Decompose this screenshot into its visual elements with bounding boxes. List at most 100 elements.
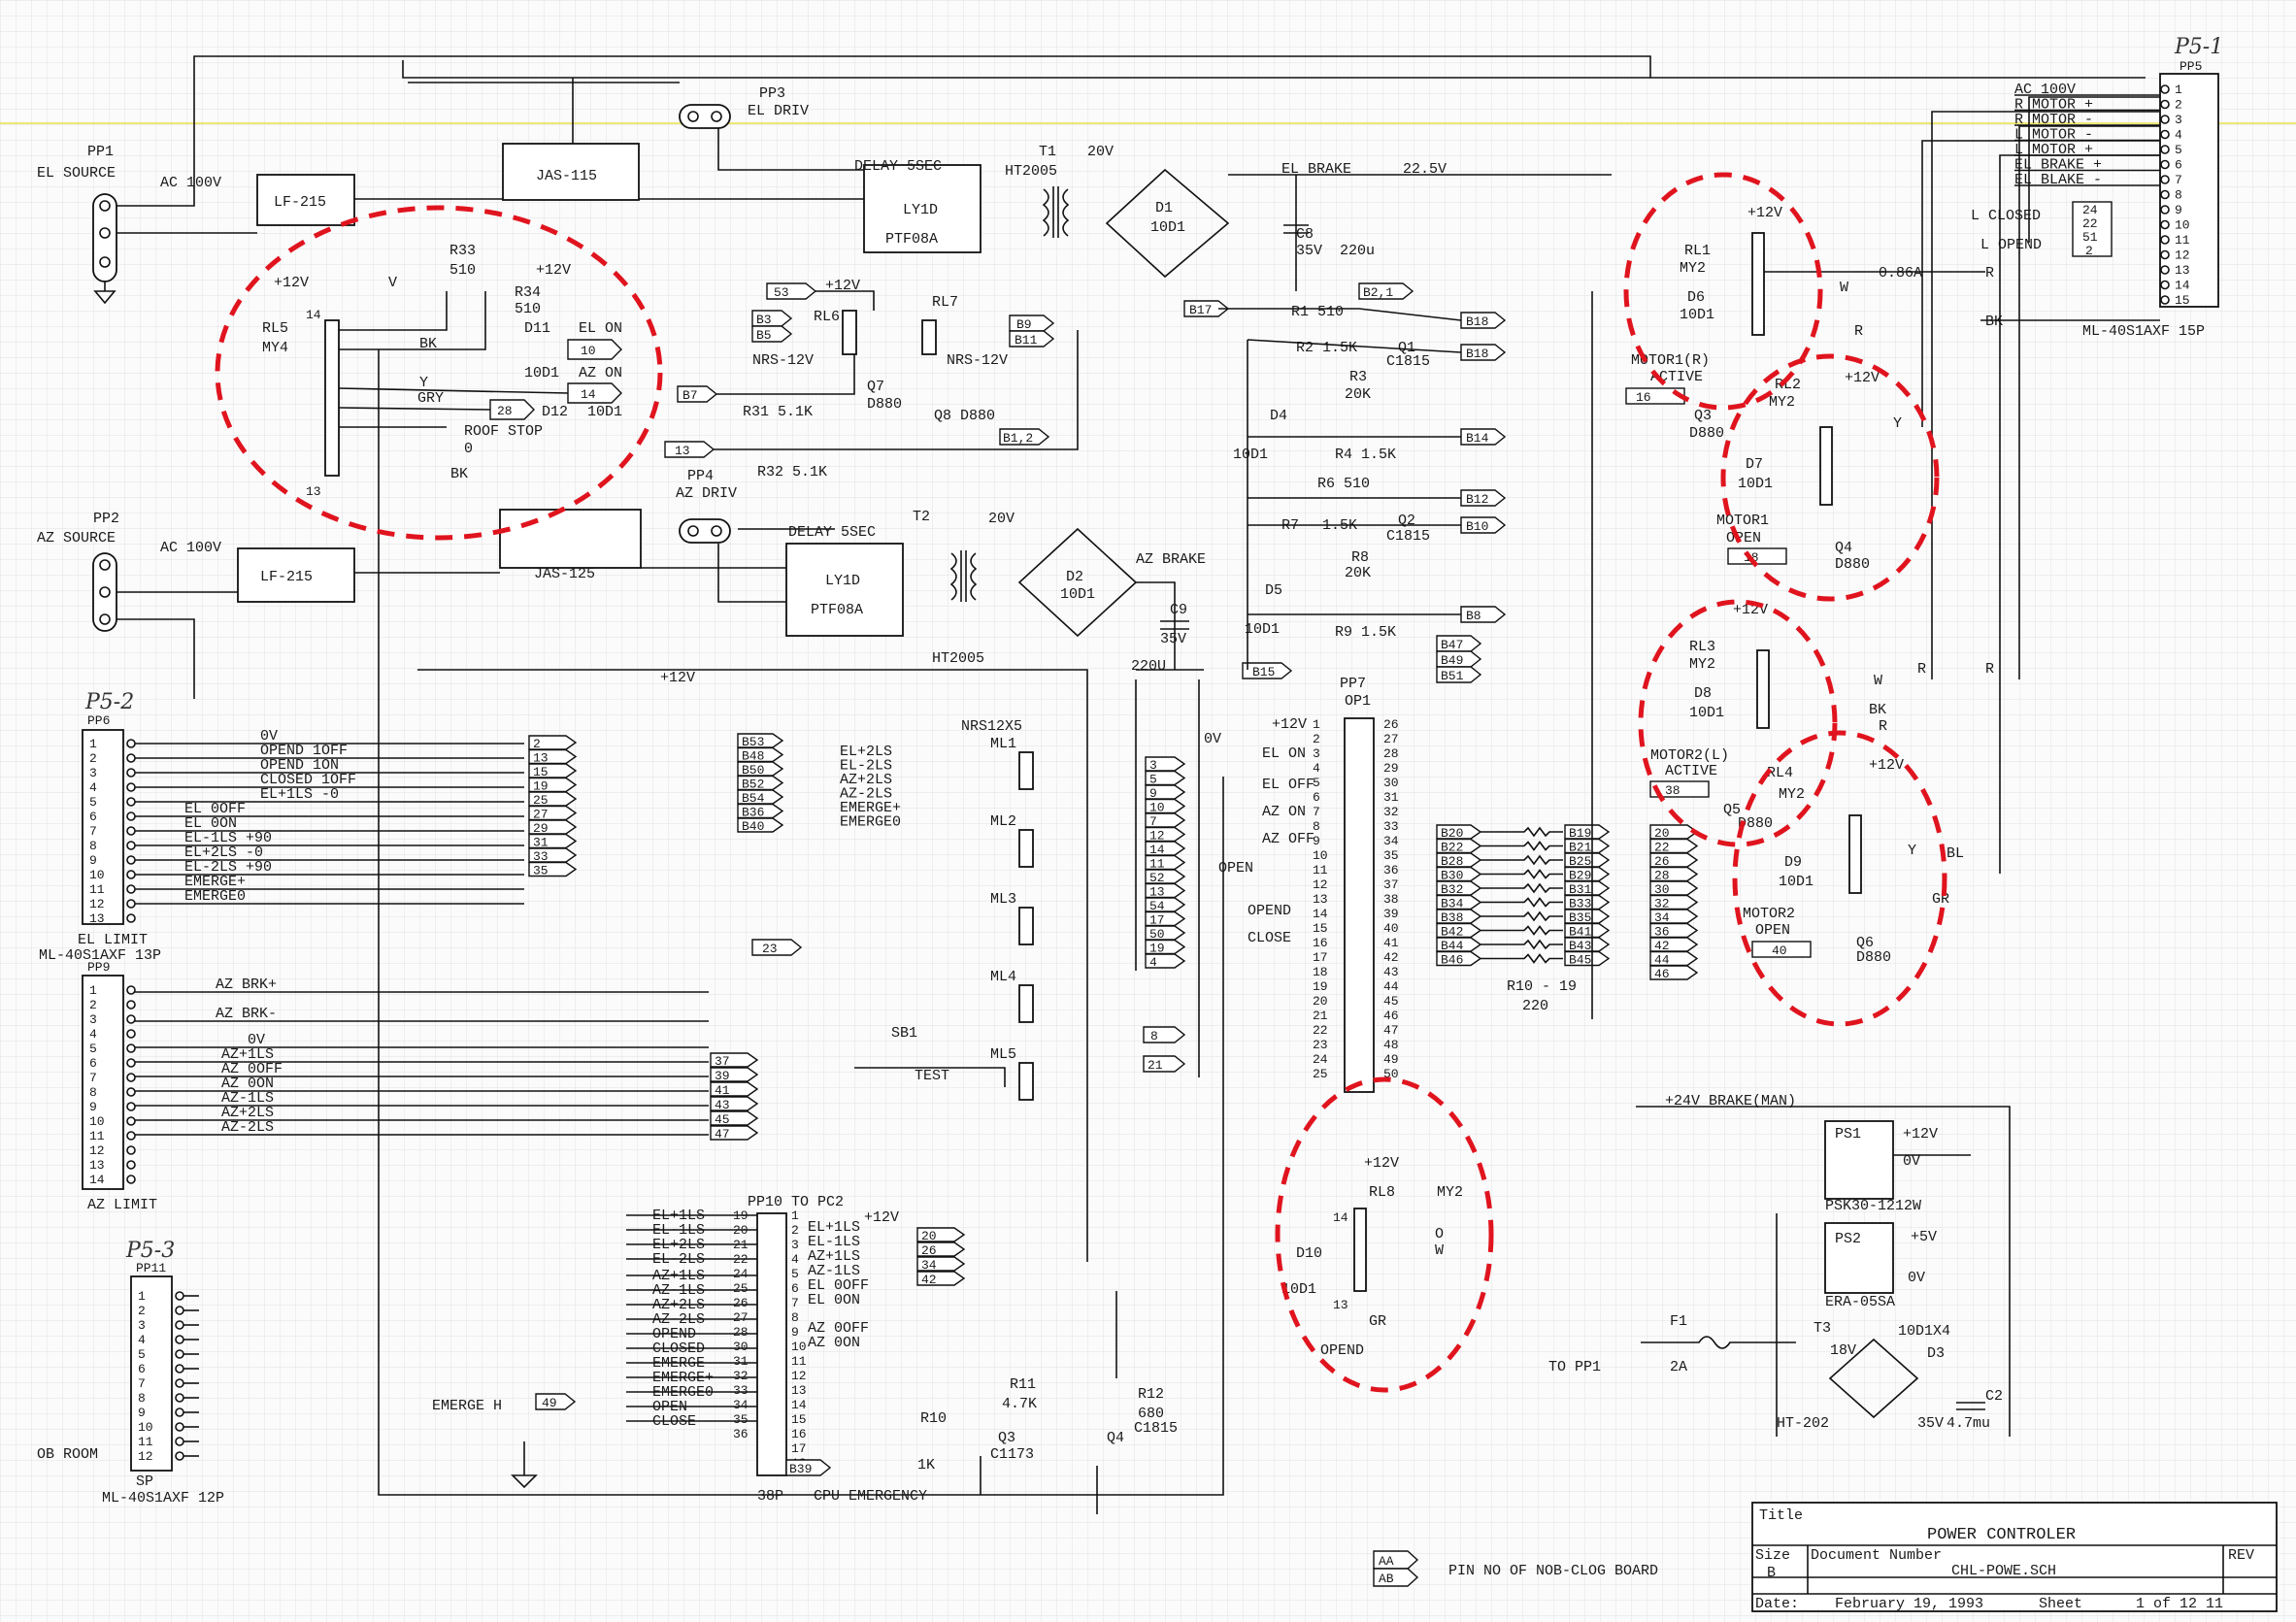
rnet2-out-tag: 32 (1654, 897, 1670, 911)
pp1-connector: PP1 EL SOURCE (37, 144, 117, 305)
svg-text:OPEN: OPEN (1755, 922, 1790, 939)
pp7-pin-number: 20 (1313, 994, 1328, 1009)
svg-text:BK: BK (1869, 702, 1886, 718)
pp7-pin-number: 12 (1313, 877, 1328, 892)
svg-text:F1: F1 (1670, 1313, 1687, 1330)
pp10-right-signal-label: AZ 0ON (808, 1335, 860, 1351)
pin-contact (126, 1175, 136, 1184)
svg-text:B12: B12 (1466, 492, 1488, 507)
pp5-signal-label: R MOTOR + (2014, 97, 2093, 114)
svg-text:220u: 220u (1340, 243, 1375, 259)
pp7-connector: PP7 OP1 +12V 0V 359107121411521354175019… (1143, 676, 1399, 1093)
svg-text:REV: REV (2228, 1547, 2254, 1564)
svg-text:W: W (1874, 673, 1882, 689)
pin-contact (126, 1102, 136, 1111)
pp7-left-tag-box (1145, 910, 1186, 927)
rnet2-out-tag-box (1649, 965, 1699, 980)
svg-text:MY2: MY2 (1680, 260, 1706, 277)
pp10-tag-box (916, 1241, 966, 1257)
rnet2-right-tag: B41 (1569, 925, 1592, 940)
pp5-pin-number: 1 (2175, 83, 2182, 97)
rnet2-out-tag-box (1649, 838, 1699, 854)
svg-text:NRS-12V: NRS-12V (752, 352, 814, 369)
pp6-signal-label: 0V (260, 728, 278, 745)
svg-text:MY2: MY2 (1689, 656, 1715, 673)
svg-text:13: 13 (1333, 1298, 1348, 1312)
pp5-part-label: ML-40S1AXF 15P (2082, 323, 2205, 340)
pp10-tag: 34 (921, 1258, 937, 1273)
p53-handwritten: P5-3 (125, 1239, 175, 1263)
rnet2-right-tag: B31 (1569, 882, 1592, 897)
pp4-connector: PP4 AZ DRIV (676, 468, 737, 544)
rnet2-left-tag: B46 (1441, 953, 1463, 968)
svg-text:W: W (1840, 280, 1848, 296)
svg-text:B47: B47 (1441, 638, 1463, 652)
svg-text:Y: Y (1908, 843, 1916, 859)
svg-text:SP: SP (136, 1473, 153, 1490)
nrs-port-box (737, 775, 784, 791)
svg-text:EL BRAKE: EL BRAKE (1281, 161, 1351, 178)
pp10-pin-number: 24 (733, 1267, 749, 1281)
svg-text:CPU EMERGENCY: CPU EMERGENCY (814, 1488, 927, 1505)
pp6-pin-number: 8 (89, 839, 97, 853)
svg-text:10D1: 10D1 (1779, 874, 1814, 890)
pp10-right-signal-label: AZ 0OFF (808, 1320, 869, 1337)
svg-text:PIN NO OF NOB-CLOG BOARD: PIN NO OF NOB-CLOG BOARD (1448, 1563, 1658, 1579)
svg-text:10D1: 10D1 (524, 365, 559, 381)
pin-contact (2160, 265, 2170, 275)
rnet2-right-tag: B45 (1569, 953, 1591, 968)
pp5-pin-number: 10 (2175, 218, 2190, 233)
pp7-pin-number: 40 (1383, 921, 1399, 936)
svg-text:EL DRIV: EL DRIV (748, 103, 809, 119)
svg-text:220: 220 (1522, 998, 1548, 1014)
ml-relay-label: ML1 (990, 736, 1016, 752)
svg-text:RL6: RL6 (814, 309, 840, 325)
pp11-pin-number: 9 (138, 1406, 146, 1420)
rnet2-out-tag: 46 (1654, 967, 1670, 981)
svg-text:10D1X4: 10D1X4 (1898, 1323, 1950, 1340)
pp6-signal-label: CLOSED 1OFF (260, 772, 356, 788)
pp5-signal-label: L MOTOR + (2014, 142, 2093, 158)
rnet2-right-tag: B21 (1569, 841, 1592, 855)
pp6-tag: 35 (533, 864, 549, 878)
pp9-pin-number: 13 (89, 1158, 105, 1173)
d2-bridge: D2 10D1 (1017, 527, 1138, 638)
pp7-pin-number: 29 (1383, 761, 1399, 776)
rnet2-right-tag-box (1564, 950, 1611, 967)
svg-text:B18: B18 (1466, 314, 1488, 329)
svg-text:PP11: PP11 (136, 1261, 166, 1275)
pp6-pin-number: 1 (89, 737, 97, 751)
pp6-pin-number: 9 (89, 853, 97, 868)
svg-text:21: 21 (1148, 1058, 1163, 1073)
svg-text:B1,2: B1,2 (1003, 431, 1033, 446)
pp7-left-tag-box (1145, 953, 1186, 969)
svg-text:14: 14 (1333, 1210, 1348, 1225)
pp7-left-tag: 4 (1149, 955, 1157, 970)
pp10-pin-number: 33 (733, 1383, 749, 1398)
svg-text:R32 5.1K: R32 5.1K (757, 464, 827, 480)
pp2-label: PP2 (93, 511, 119, 527)
pp10-pin-number: 28 (733, 1325, 749, 1340)
power-supply-group: +24V BRAKE(MAN) PS1 +12V 0V PSK30-1212W … (1548, 1093, 2011, 1437)
pp7-pin-number: 22 (1313, 1023, 1328, 1038)
svg-text:HT2005: HT2005 (1005, 163, 1057, 180)
pp7-left-tag-box (1145, 812, 1186, 828)
pp6-tag-box (528, 819, 578, 835)
pp9-tag: 37 (715, 1054, 730, 1069)
pp7-pin-number: 19 (1313, 979, 1328, 994)
rnet2-out-tag: 26 (1654, 854, 1670, 869)
svg-text:R8: R8 (1351, 549, 1369, 566)
pp7-pin-number: 5 (1313, 776, 1320, 790)
svg-text:R34: R34 (515, 284, 541, 301)
pp7-pin-number: 39 (1383, 907, 1399, 921)
svg-text:R10 - 19: R10 - 19 (1507, 978, 1577, 995)
svg-text:ROOF STOP: ROOF STOP (464, 423, 543, 440)
jas125-label: JAS-125 (534, 566, 595, 582)
svg-text:AA: AA (1379, 1554, 1394, 1569)
rnet2-left-tag-box (1436, 922, 1482, 939)
svg-text:1 of 12 11: 1 of 12 11 (2136, 1596, 2223, 1612)
svg-text:MOTOR1: MOTOR1 (1716, 513, 1769, 529)
pp5-pin-number: 7 (2175, 173, 2182, 187)
pin-contact (126, 1145, 136, 1155)
svg-text:Q4: Q4 (1835, 540, 1852, 556)
